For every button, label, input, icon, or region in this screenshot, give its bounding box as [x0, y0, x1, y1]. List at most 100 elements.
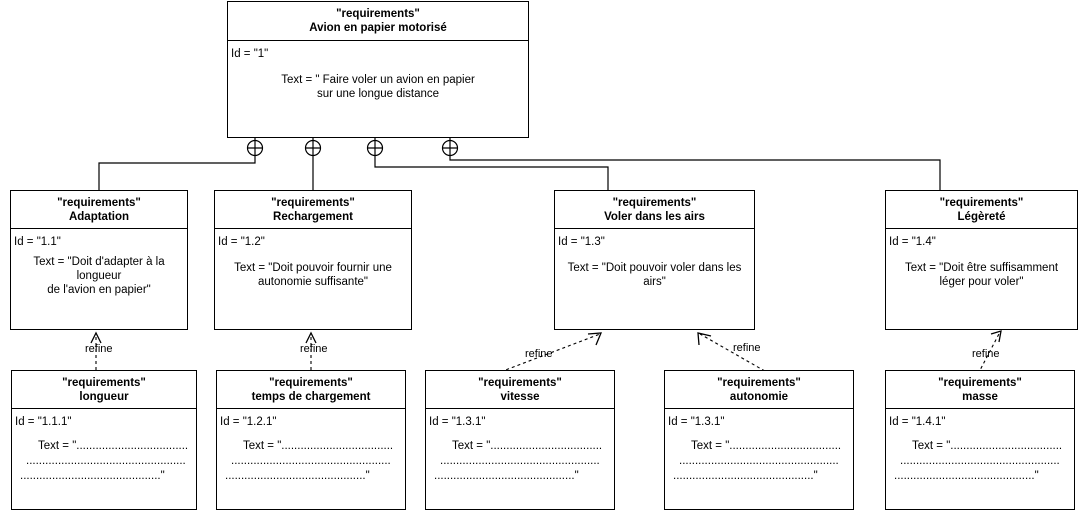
requirement-header: "requirements" masse: [886, 371, 1074, 409]
stereotype-label: "requirements": [271, 197, 355, 209]
requirement-body: Id = "1.2" Text = "Doit pouvoir fournir …: [215, 229, 411, 329]
requirement-name: vitesse: [500, 391, 540, 403]
edge-root-legerete: [449, 155, 941, 190]
requirement-body: Id = "1.3.1" Text = "...................…: [665, 409, 853, 509]
placeholder-line-1: Text = "................................…: [452, 440, 603, 452]
requirement-box-rechargement[interactable]: "requirements" Rechargement Id = "1.2" T…: [214, 190, 412, 330]
requirement-id: Id = "1.1.1": [15, 416, 72, 428]
requirement-text: Text = "Doit d'adapter à la longueur de …: [33, 256, 165, 296]
requirement-header: "requirements" Adaptation: [11, 191, 187, 229]
edge-refine-autonomie: [699, 333, 771, 375]
refine-label-temps-de-chargement: refine: [300, 343, 328, 355]
requirement-box-temps-de-chargement[interactable]: "requirements" temps de chargement Id = …: [216, 370, 406, 510]
placeholder-line-1: Text = "................................…: [243, 440, 394, 452]
requirement-id: Id = "1.3": [558, 236, 605, 248]
requirement-id: Id = "1.4": [889, 236, 936, 248]
arrowhead-refine-autonomie: [697, 332, 712, 346]
requirement-text-placeholder: Text = "................................…: [430, 439, 610, 484]
requirement-box-legerete[interactable]: "requirements" Légèreté Id = "1.4" Text …: [885, 190, 1078, 330]
requirement-header: "requirements" Légèreté: [886, 191, 1077, 229]
requirement-text-placeholder: Text = "................................…: [16, 439, 192, 484]
placeholder-line-1: Text = "................................…: [38, 440, 189, 452]
requirement-id: Id = "1.2": [218, 236, 265, 248]
requirement-box-voler-dans-les-airs[interactable]: "requirements" Voler dans les airs Id = …: [554, 190, 755, 330]
requirement-box-adaptation[interactable]: "requirements" Adaptation Id = "1.1" Tex…: [10, 190, 188, 330]
requirement-text: Text = " Faire voler un avion en papier …: [281, 74, 475, 100]
requirement-header: "requirements" Voler dans les airs: [555, 191, 754, 229]
placeholder-line-2: ........................................…: [440, 455, 600, 467]
requirement-box-root[interactable]: "requirements" Avion en papier motorisé …: [227, 1, 529, 138]
stereotype-label: "requirements": [336, 8, 420, 20]
requirement-box-masse[interactable]: "requirements" masse Id = "1.4.1" Text =…: [885, 370, 1075, 510]
requirement-header: "requirements" Rechargement: [215, 191, 411, 229]
placeholder-line-3: ........................................…: [434, 470, 579, 482]
stereotype-label: "requirements": [939, 197, 1024, 209]
requirement-id: Id = "1.3.1": [668, 416, 725, 428]
crossed-circle-icon-1: [246, 139, 264, 157]
crossed-circle-icon-3: [366, 139, 384, 157]
requirement-body: Id = "1" Text = " Faire voler un avion e…: [228, 41, 528, 137]
requirement-body: Id = "1.2.1" Text = "...................…: [217, 409, 405, 509]
refine-label-longueur: refine: [85, 343, 113, 355]
stereotype-label: "requirements": [269, 377, 353, 389]
requirement-id: Id = "1.3.1": [429, 416, 486, 428]
requirement-name: Légèreté: [957, 211, 1006, 223]
stereotype-label: "requirements": [57, 197, 141, 209]
requirement-id: Id = "1.1": [14, 236, 61, 248]
crossed-circle-icon-4: [441, 139, 459, 157]
placeholder-line-1: Text = "................................…: [912, 440, 1063, 452]
requirement-header: "requirements" vitesse: [426, 371, 614, 409]
arrowhead-refine-vitesse: [587, 332, 603, 346]
requirement-body: Id = "1.1.1" Text = "...................…: [12, 409, 196, 509]
placeholder-line-2: ........................................…: [679, 455, 839, 467]
composition-trunk: [254, 138, 451, 142]
refine-label-autonomie: refine: [733, 342, 761, 354]
requirement-name: Voler dans les airs: [604, 211, 705, 223]
requirement-text: Text = "Doit être suffisamment léger pou…: [904, 262, 1059, 288]
crossed-circle-icon-2: [304, 139, 322, 157]
requirement-name: longueur: [79, 391, 129, 403]
stereotype-label: "requirements": [478, 377, 562, 389]
placeholder-line-3: ........................................…: [225, 470, 370, 482]
requirement-box-autonomie[interactable]: "requirements" autonomie Id = "1.3.1" Te…: [664, 370, 854, 510]
requirement-name: masse: [962, 391, 998, 403]
arrowhead-refine-temps: [305, 331, 317, 344]
placeholder-line-3: ........................................…: [20, 470, 165, 482]
requirement-name: Adaptation: [68, 211, 130, 223]
requirement-body: Id = "1.4.1" Text = "...................…: [886, 409, 1074, 509]
requirement-text: Text = "Doit pouvoir fournir une autonom…: [234, 262, 392, 288]
requirement-body: Id = "1.4" Text = "Doit être suffisammen…: [886, 229, 1077, 329]
stereotype-label: "requirements": [938, 377, 1022, 389]
arrowhead-refine-longueur: [90, 331, 102, 344]
requirement-header: "requirements" longueur: [12, 371, 196, 409]
requirement-text: Text = "Doit pouvoir voler dans les airs…: [567, 262, 742, 288]
requirement-box-vitesse[interactable]: "requirements" vitesse Id = "1.3.1" Text…: [425, 370, 615, 510]
requirement-id: Id = "1": [231, 48, 269, 60]
requirement-name: Rechargement: [273, 211, 353, 223]
stereotype-label: "requirements": [62, 377, 146, 389]
stereotype-label: "requirements": [717, 377, 801, 389]
requirement-text-placeholder: Text = "................................…: [221, 439, 401, 484]
requirement-box-longueur[interactable]: "requirements" longueur Id = "1.1.1" Tex…: [11, 370, 197, 510]
requirement-header: "requirements" Avion en papier motorisé: [228, 2, 528, 41]
refine-label-vitesse: refine: [525, 348, 553, 360]
requirement-header: "requirements" temps de chargement: [217, 371, 405, 409]
requirement-body: Id = "1.3" Text = "Doit pouvoir voler da…: [555, 229, 754, 329]
edge-root-voler: [374, 155, 609, 190]
stereotype-label: "requirements": [612, 197, 697, 209]
edge-root-adaptation: [98, 155, 256, 190]
requirement-name: temps de chargement: [251, 391, 371, 403]
requirement-name: Avion en papier motorisé: [309, 22, 447, 34]
requirement-body: Id = "1.3.1" Text = "...................…: [426, 409, 614, 509]
placeholder-line-2: ........................................…: [26, 455, 186, 467]
placeholder-line-1: Text = "................................…: [691, 440, 842, 452]
requirement-id: Id = "1.4.1": [889, 416, 946, 428]
arrowhead-refine-masse: [990, 330, 1002, 343]
requirement-body: Id = "1.1" Text = "Doit d'adapter à la l…: [11, 229, 187, 329]
composition-markers: [246, 139, 459, 157]
placeholder-line-2: ........................................…: [900, 455, 1060, 467]
requirement-text-placeholder: Text = "................................…: [890, 439, 1070, 484]
placeholder-line-3: ........................................…: [673, 470, 818, 482]
placeholder-line-3: ........................................…: [894, 470, 1039, 482]
